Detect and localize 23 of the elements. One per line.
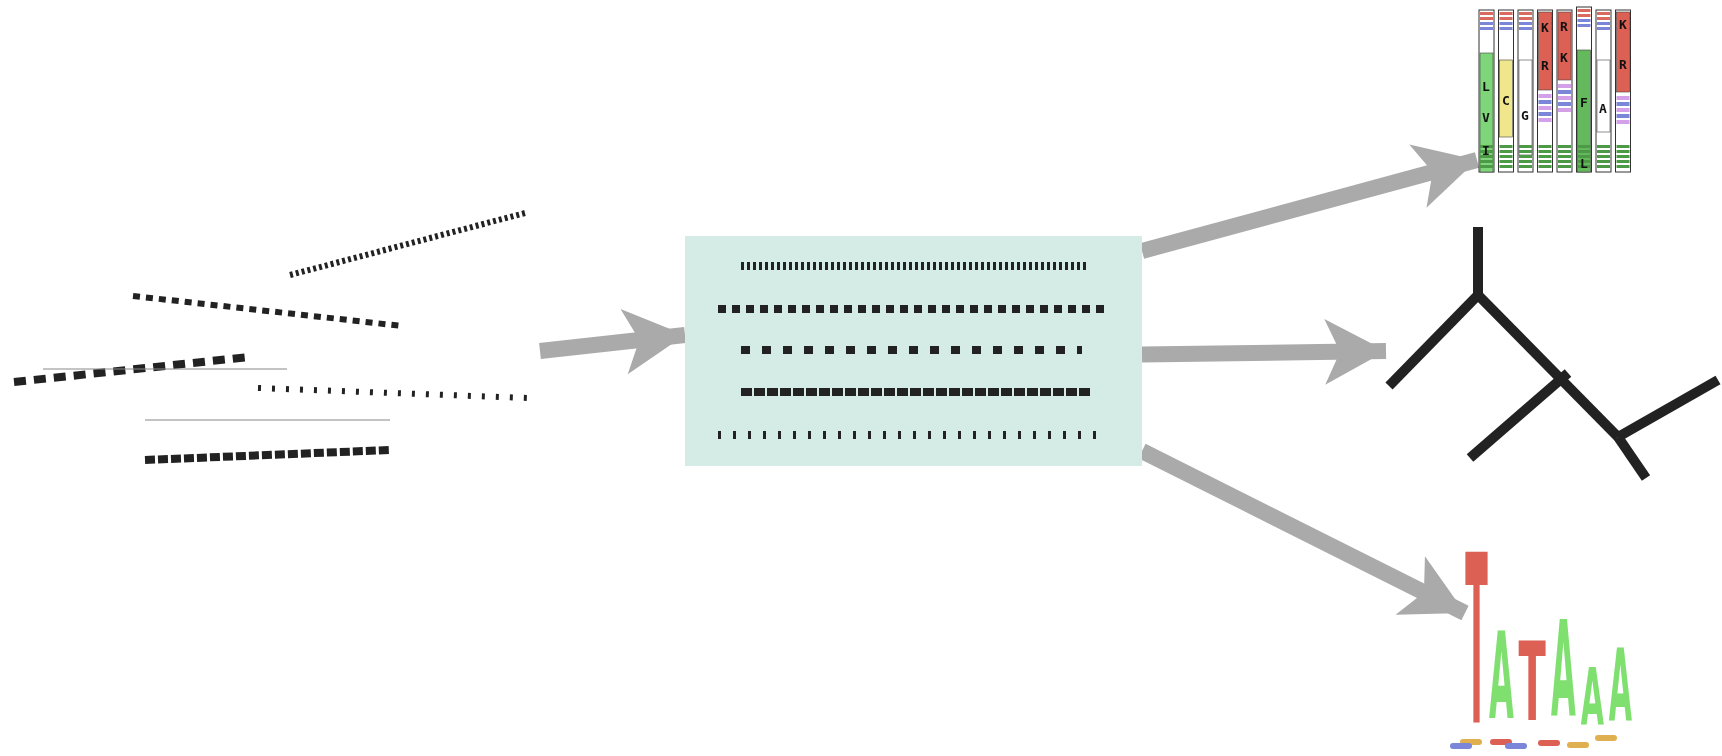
motif-letter: T bbox=[1518, 628, 1546, 736]
residue-letter: K bbox=[1560, 50, 1568, 64]
motif-letter: A bbox=[1550, 604, 1576, 736]
motif-letter: A bbox=[1488, 616, 1514, 736]
arrow bbox=[539, 309, 686, 375]
residue-letter: A bbox=[1599, 101, 1607, 115]
residue-letter: C bbox=[1502, 93, 1510, 107]
residue-letter: F bbox=[1580, 95, 1588, 109]
residue-letter: G bbox=[1521, 108, 1529, 122]
residue-letter: R bbox=[1560, 19, 1568, 33]
motif-letter: T bbox=[1464, 523, 1488, 756]
residue-letter: R bbox=[1541, 58, 1549, 72]
alignment-box bbox=[685, 236, 1142, 466]
residue-letter: K bbox=[1541, 20, 1549, 34]
arrow bbox=[1141, 319, 1387, 385]
residue-letter: V bbox=[1482, 110, 1490, 124]
residue-letter: R bbox=[1619, 57, 1627, 71]
residue-letter: I bbox=[1482, 143, 1490, 157]
motif-letter: A bbox=[1608, 635, 1632, 735]
residue-letter: L bbox=[1580, 156, 1588, 170]
residue-letter: K bbox=[1619, 17, 1627, 31]
residue-letter: L bbox=[1482, 79, 1490, 93]
motif-letter: A bbox=[1580, 658, 1604, 736]
